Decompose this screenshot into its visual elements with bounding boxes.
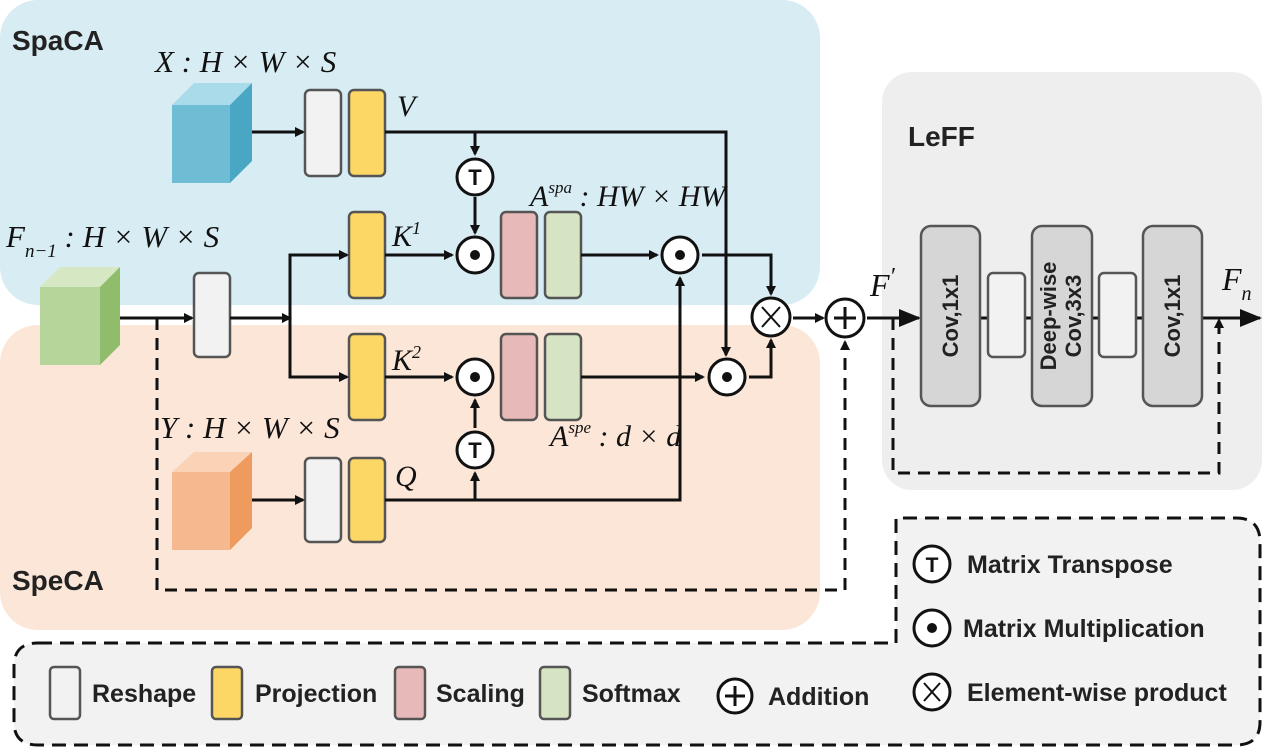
- leff-reshape-2: [1097, 271, 1138, 359]
- spaca-region: [0, 0, 820, 305]
- cube-y: [172, 452, 252, 550]
- legend-addition-label: Addition: [768, 683, 869, 711]
- legend-matmul-icon: [912, 608, 952, 648]
- softmax-block-spe: [543, 332, 583, 422]
- projection-block-k2: [347, 332, 387, 422]
- spaca-title: SpaCA: [12, 25, 104, 56]
- svg-text:T: T: [468, 438, 482, 463]
- reshape-block-f: [192, 271, 232, 359]
- f-prime-label: F′: [869, 264, 896, 303]
- f-input-label: Fn−1 : H × W × S: [5, 219, 219, 262]
- svg-text:Cov,1x1: Cov,1x1: [1160, 275, 1185, 358]
- x-input-label: X : H × W × S: [153, 44, 336, 79]
- svg-text:Deep-wise: Deep-wise: [1036, 262, 1061, 371]
- matmul-op-k1: [455, 235, 495, 275]
- legend-transpose-icon: T: [912, 544, 952, 584]
- a-spe-label: Aspe : d × d: [548, 418, 682, 453]
- legend-transpose-label: Matrix Transpose: [967, 551, 1173, 579]
- svg-text:Cov,3x3: Cov,3x3: [1061, 275, 1086, 358]
- scaling-block-spe: [499, 332, 539, 422]
- legend-projection-label: Projection: [255, 680, 377, 708]
- reshape-block-v: [303, 88, 343, 178]
- leff-conv1-block: Cov,1x1: [919, 224, 982, 408]
- transpose-op-v: T: [455, 157, 495, 197]
- scaling-block-spa: [499, 210, 539, 300]
- k2-label: K2: [391, 342, 421, 377]
- legend-addition-icon: [716, 677, 754, 715]
- addition-op: [824, 297, 866, 339]
- skip-connections: [155, 318, 1224, 592]
- legend-reshape-label: Reshape: [92, 680, 196, 708]
- projection-block-v: [347, 88, 387, 178]
- projection-block-k1: [347, 210, 387, 300]
- a-spa-label: Aspa : HW × HW: [528, 178, 729, 213]
- matmul-op-spa: [660, 235, 700, 275]
- legend-projection-swatch: [210, 665, 244, 721]
- legend-elementwise-label: Element-wise product: [967, 679, 1227, 707]
- softmax-block-spa: [543, 210, 583, 300]
- v-label: V: [397, 90, 419, 123]
- projection-block-q: [347, 456, 387, 544]
- speca-title: SpeCA: [12, 565, 104, 596]
- matmul-op-spe: [707, 357, 747, 397]
- legend-softmax-swatch: [538, 665, 572, 721]
- legend-scaling-label: Scaling: [436, 680, 525, 708]
- reshape-block-q: [303, 456, 343, 544]
- speca-region: [0, 325, 820, 630]
- cube-x: [172, 83, 252, 183]
- legend-softmax-label: Softmax: [582, 680, 681, 708]
- svg-text:T: T: [926, 554, 939, 577]
- legend-matmul-label: Matrix Multiplication: [963, 615, 1205, 643]
- cube-f: [40, 267, 120, 365]
- q-label: Q: [395, 460, 417, 493]
- elementwise-product-op: [750, 296, 792, 338]
- leff-depthwise-block: Deep-wise Cov,3x3: [1030, 224, 1094, 408]
- legend-scaling-swatch: [393, 665, 427, 721]
- fn-label: Fn: [1221, 261, 1252, 305]
- transpose-op-q: T: [455, 430, 495, 470]
- legend-reshape-swatch: [48, 665, 82, 721]
- legend-elementwise-icon: [912, 672, 952, 712]
- leff-title: LeFF: [908, 121, 975, 152]
- leff-conv2-block: Cov,1x1: [1141, 224, 1204, 408]
- leff-reshape-1: [986, 271, 1027, 359]
- svg-text:T: T: [468, 165, 482, 190]
- svg-text:Cov,1x1: Cov,1x1: [938, 275, 963, 358]
- k1-label: K1: [391, 218, 421, 253]
- matmul-op-k2: [455, 357, 495, 397]
- y-input-label: Y : H × W × S: [160, 410, 340, 445]
